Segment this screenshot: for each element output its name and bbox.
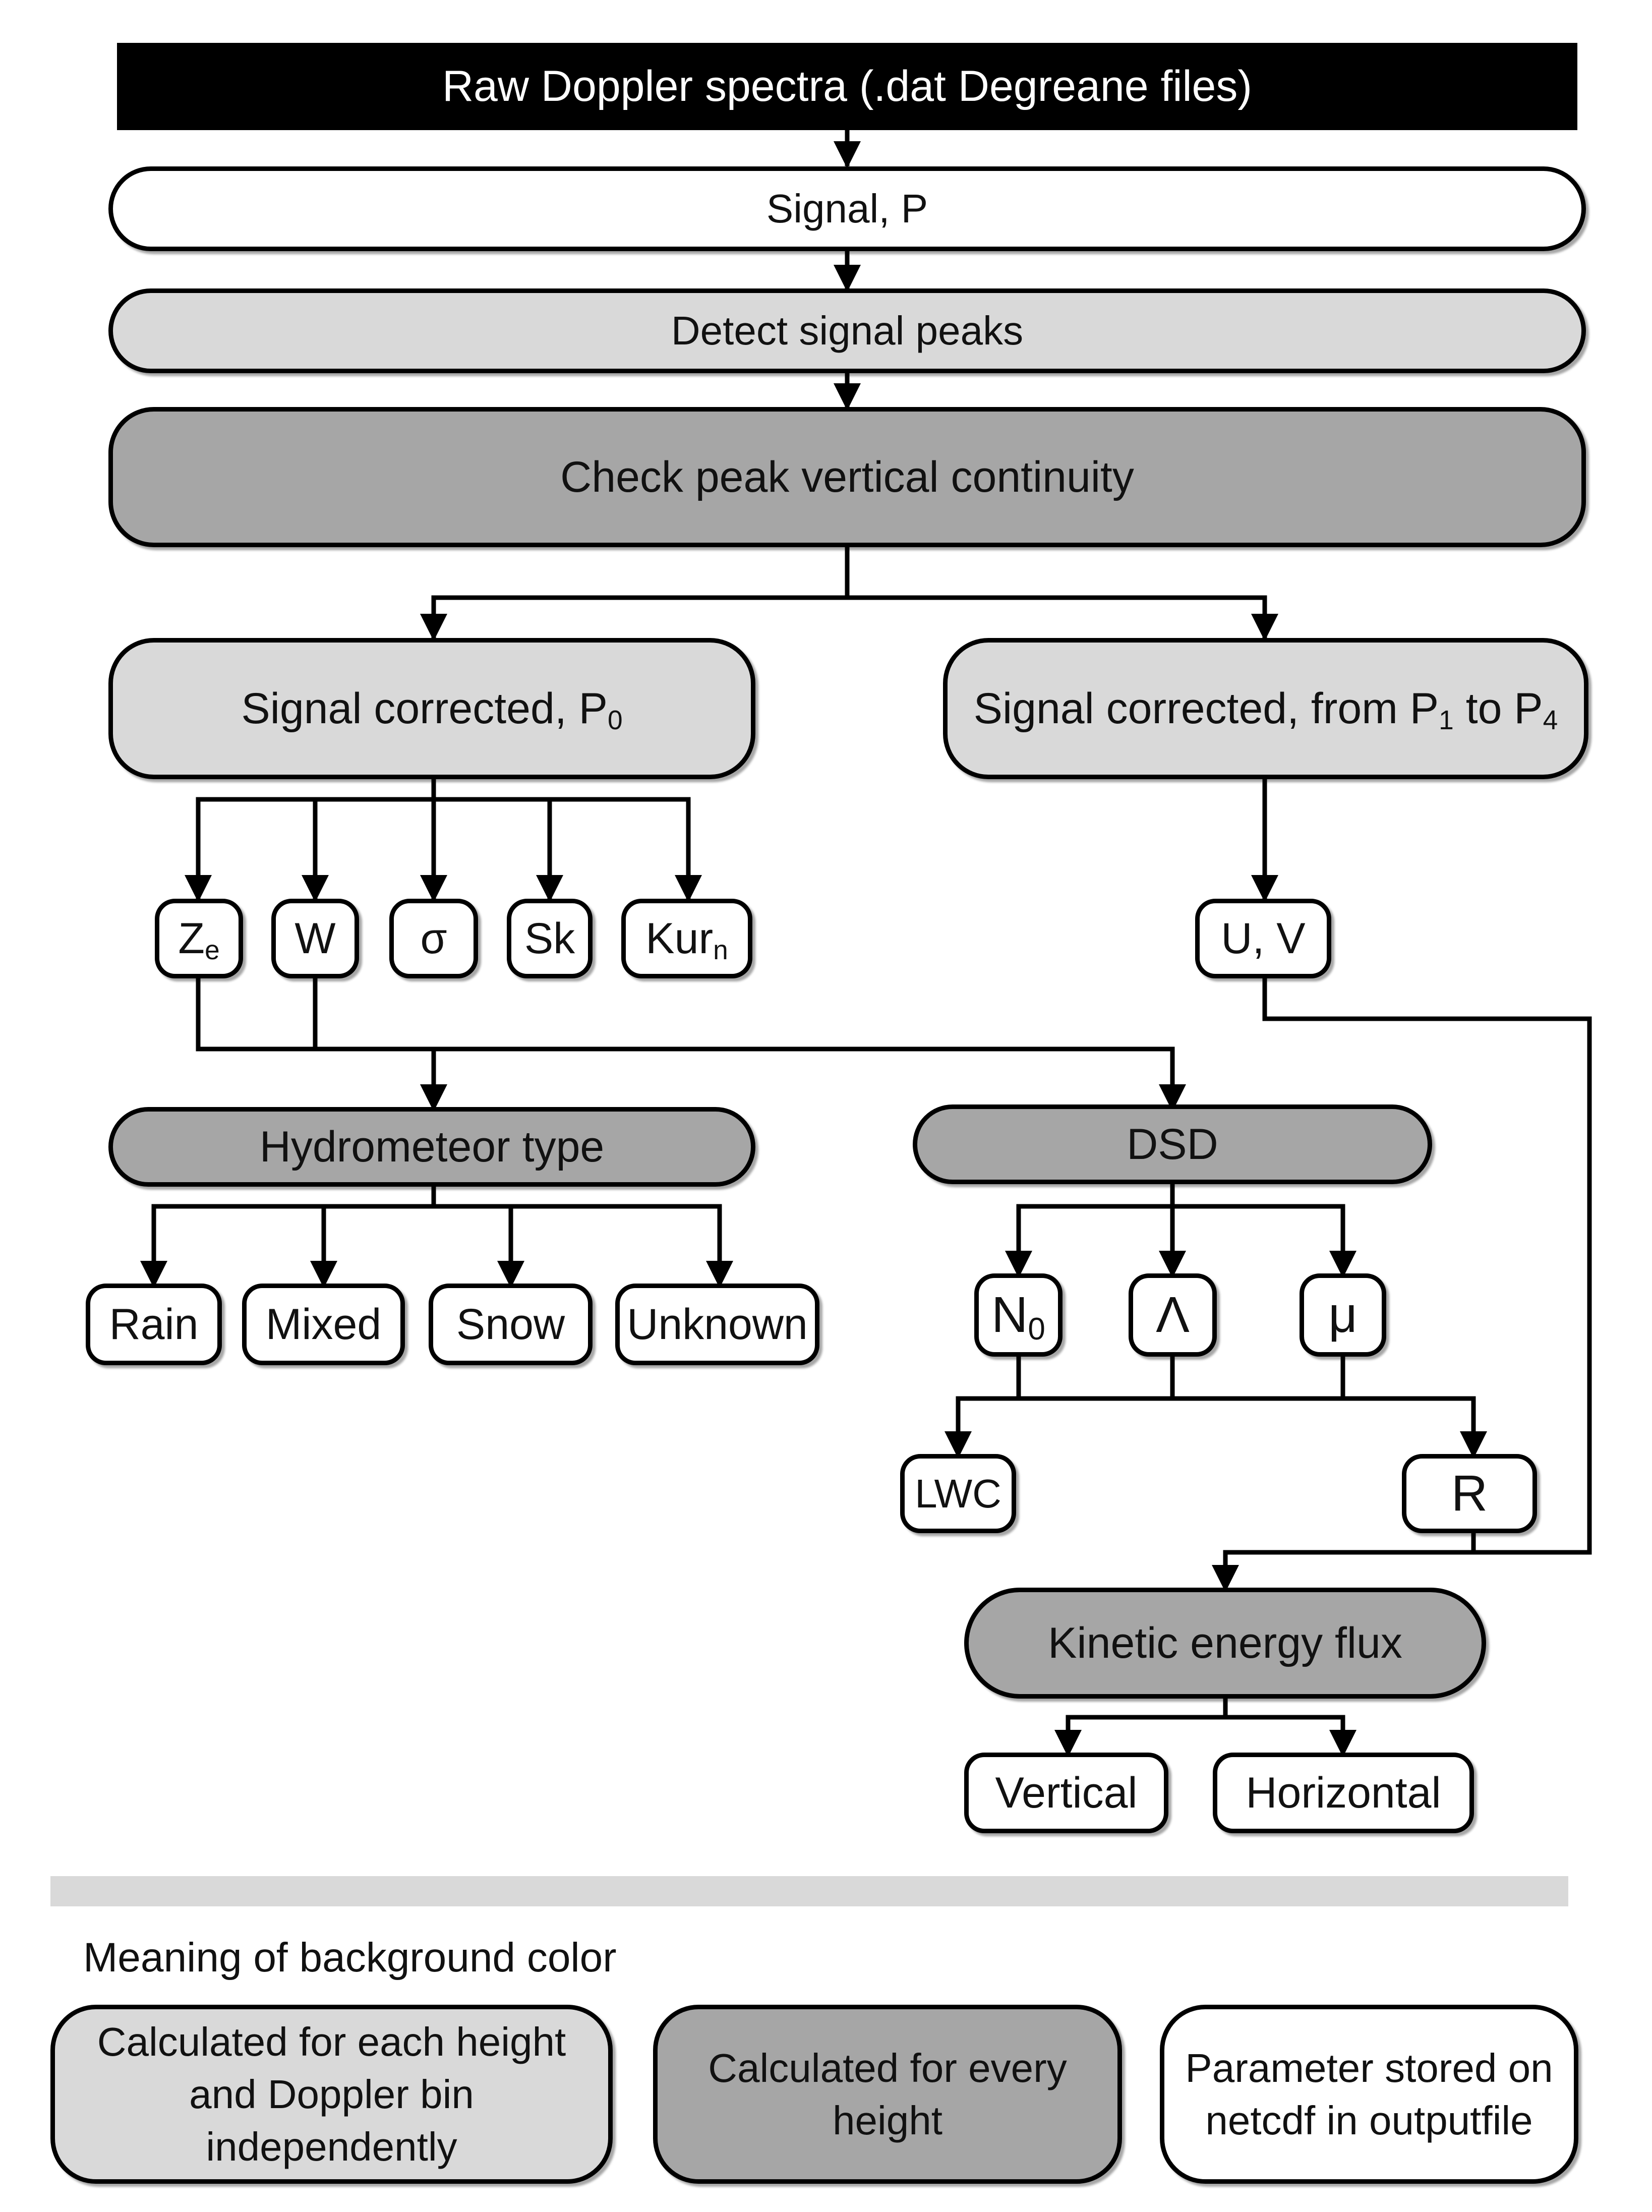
- legend-dark-box: Calculated for every height: [653, 2005, 1122, 2184]
- lambda-box: Λ: [1129, 1273, 1217, 1357]
- mu-box: μ: [1300, 1273, 1386, 1357]
- legend-white-box: Parameter stored on netcdf in outputfile: [1160, 2005, 1578, 2184]
- vertical-box: Vertical: [964, 1753, 1168, 1833]
- raw-doppler-spectra-box: Raw Doppler spectra (.dat Degreane files…: [117, 43, 1577, 130]
- p0-subscript: 0: [607, 706, 623, 736]
- w-box: W: [271, 899, 359, 978]
- hydrometeor-type-box: Hydrometeor type: [108, 1107, 755, 1187]
- to-p-label: to P: [1453, 684, 1543, 733]
- kurn-subscript: n: [713, 936, 728, 966]
- p1-subscript: 1: [1439, 706, 1454, 736]
- ze-label: Z: [178, 914, 205, 963]
- vertical-continuity-box: Check peak vertical continuity: [108, 407, 1586, 547]
- p4-subscript: 4: [1543, 706, 1558, 736]
- n0-label: N: [991, 1287, 1028, 1343]
- n0-subscript: 0: [1028, 1311, 1045, 1347]
- kurn-label: Kur: [645, 914, 714, 963]
- signal-corrected-p1-label: Signal corrected, from P: [973, 684, 1439, 733]
- kinetic-energy-flux-box: Kinetic energy flux: [964, 1588, 1486, 1699]
- detect-peaks-box: Detect signal peaks: [108, 288, 1586, 373]
- signal-corrected-p0-label: Signal corrected, P: [241, 684, 608, 733]
- rain-box: Rain: [86, 1284, 222, 1365]
- legend-light-box: Calculated for each height and Doppler b…: [50, 2005, 613, 2184]
- mixed-box: Mixed: [242, 1284, 405, 1365]
- snow-box: Snow: [429, 1284, 593, 1365]
- horizontal-box: Horizontal: [1213, 1753, 1474, 1833]
- r-box: R: [1402, 1454, 1537, 1533]
- signal-box: Signal, P: [108, 166, 1586, 251]
- legend-separator: [50, 1876, 1568, 1906]
- legend-title: Meaning of background color: [83, 1935, 617, 1981]
- sk-box: Sk: [507, 899, 593, 978]
- lwc-box: LWC: [900, 1454, 1016, 1533]
- ze-subscript: e: [204, 936, 220, 966]
- uv-box: U, V: [1195, 899, 1331, 978]
- sigma-box: σ: [389, 899, 478, 978]
- dsd-box: DSD: [913, 1104, 1432, 1184]
- unknown-box: Unknown: [615, 1284, 819, 1365]
